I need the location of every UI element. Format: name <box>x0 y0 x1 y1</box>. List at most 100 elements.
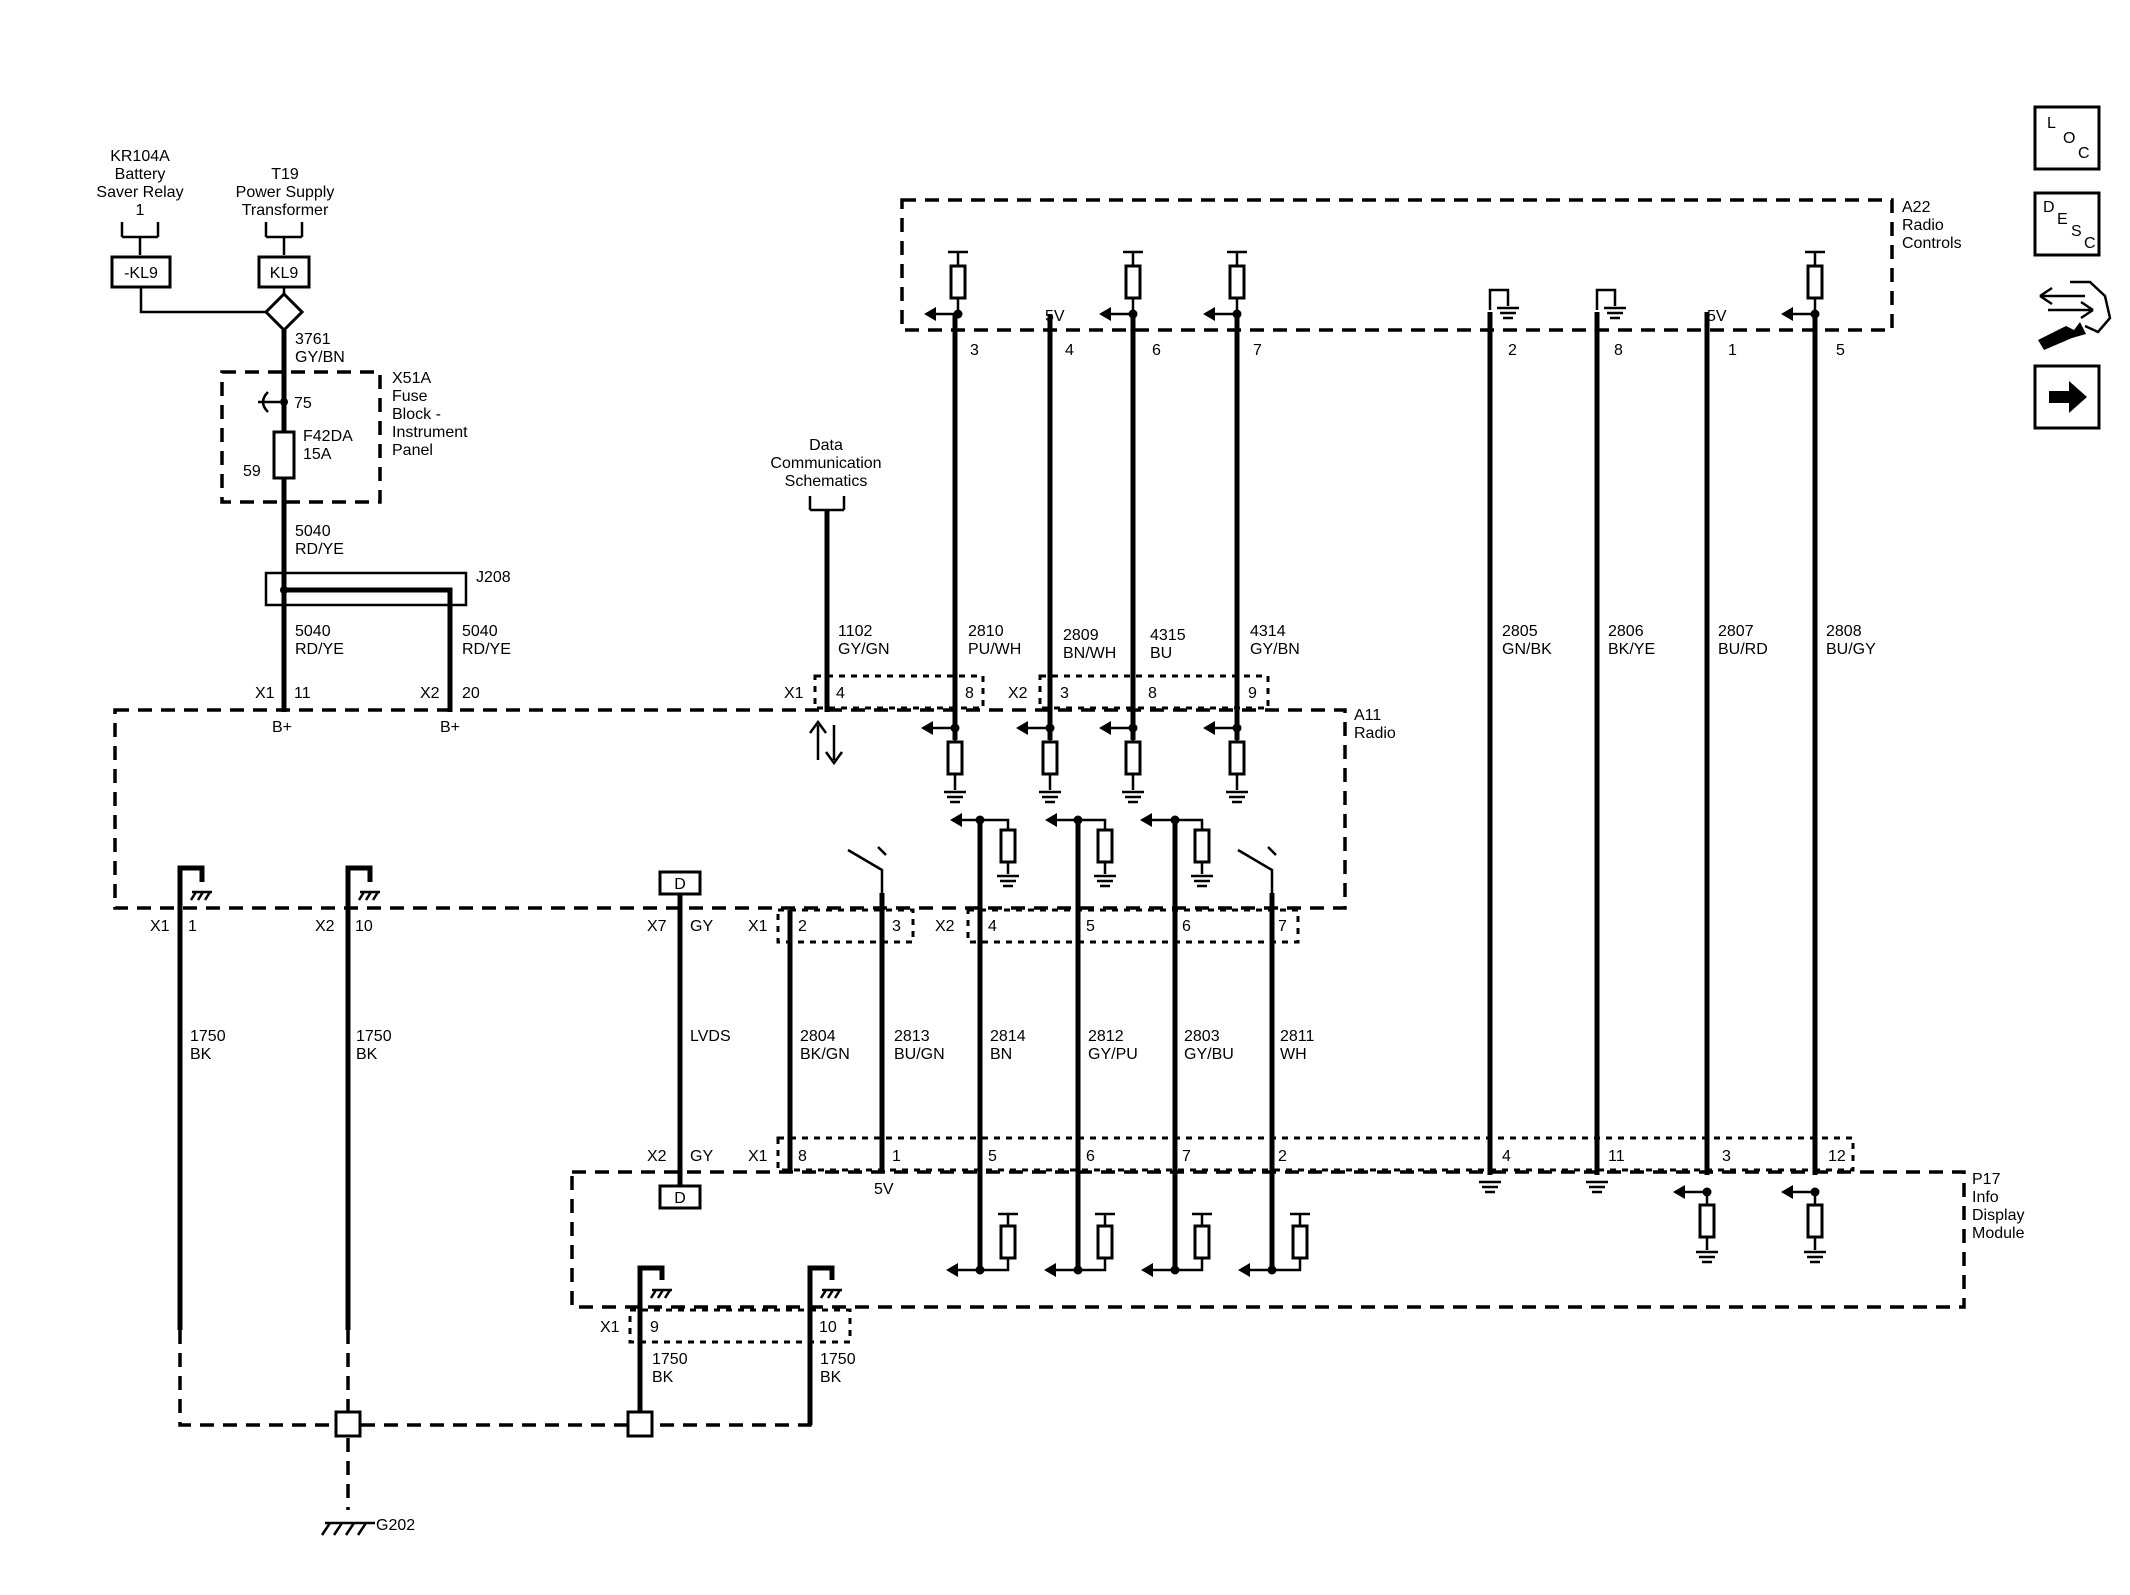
ground-icon <box>1804 1250 1826 1264</box>
lower-wire-number: 2812 <box>1088 1028 1124 1045</box>
connector-repair-button[interactable] <box>2038 280 2112 350</box>
fuse-block-label-4: Panel <box>392 442 433 459</box>
lower-wire-number: 2813 <box>894 1028 930 1045</box>
relay-id: KR104A <box>110 148 170 165</box>
display-bottom-pin-10: 10 <box>819 1319 837 1336</box>
lower-wire-number: 2814 <box>990 1028 1026 1045</box>
resistor-symbol <box>999 828 1017 864</box>
wire-5040b-number: 5040 <box>295 623 331 640</box>
driver-wire <box>962 818 1010 874</box>
radio-bottom-x2b: X2 <box>935 918 955 935</box>
a22-pin: 3 <box>970 342 979 359</box>
fuse-block-label-2: Block - <box>392 406 441 423</box>
fuse-block-id: X51A <box>392 370 431 387</box>
radio-outline <box>113 708 1347 910</box>
next-page-button[interactable] <box>2033 364 2101 430</box>
radio-bottom-x2: X2 <box>315 918 335 935</box>
location-button-frame[interactable] <box>2033 105 2101 171</box>
lower-wire-color: BK/GN <box>800 1046 850 1063</box>
upper-wire-color: PU/WH <box>968 641 1021 658</box>
radio-bottom-pin-6: 6 <box>1182 918 1191 935</box>
display-label-3: Module <box>1972 1225 2025 1242</box>
radio-bottom-pin-7: 7 <box>1278 918 1287 935</box>
radio-pin-3: 3 <box>1060 685 1069 702</box>
upper-wire-number: 4314 <box>1250 623 1286 640</box>
ground-lead <box>1488 288 1510 310</box>
relay-label-2: Saver Relay <box>96 184 183 201</box>
arrow-left-icon <box>1140 813 1152 827</box>
ground-icon <box>1497 306 1519 320</box>
upper-wire-color: BU/RD <box>1718 641 1768 658</box>
resistor-symbol <box>1228 740 1246 776</box>
radio-pin-4: 4 <box>836 685 845 702</box>
chassis-ground-icon <box>189 890 212 901</box>
resistor-symbol <box>1806 1203 1824 1239</box>
radio-id: A11 <box>1354 707 1381 724</box>
arrow-left-icon <box>924 307 936 321</box>
splice-label: J208 <box>476 569 511 586</box>
resistor-symbol <box>1124 740 1142 776</box>
arrow-left-icon <box>2039 286 2085 306</box>
radio-bottom-connectors: X1 1 X2 10 X7 GY X1 2 3 X2 4 5 6 7 D <box>150 870 1300 944</box>
ground-splice-2 <box>626 1410 654 1438</box>
radio-bottom-pin-10: 10 <box>355 918 373 935</box>
fuse-block-label-1: Fuse <box>392 388 428 405</box>
splice-j208 <box>264 571 468 607</box>
arrow-left-icon <box>1781 307 1793 321</box>
bidirectional-arrow-icon <box>808 719 844 766</box>
radio-controls-outline <box>900 198 1894 332</box>
radio-conn-x2b: X2 <box>1008 685 1028 702</box>
relay-wire <box>139 287 265 314</box>
ground-g202: G202 <box>178 1330 812 1536</box>
description-button[interactable]: D E S C <box>2033 191 2101 257</box>
arrow-left-icon <box>1099 307 1111 321</box>
wire-5040a-color: RD/YE <box>295 541 344 558</box>
arrow-left-icon <box>1203 307 1215 321</box>
ground-icon <box>1039 790 1061 804</box>
display-pin: 12 <box>1828 1148 1846 1165</box>
display-pin: 6 <box>1086 1148 1095 1165</box>
radio-bottom-gy: GY <box>690 918 713 935</box>
display-label-1: Info <box>1972 1189 1999 1206</box>
radio-controls-internals <box>924 250 1825 321</box>
a22-pin: 1 <box>1728 342 1737 359</box>
upper-wire-color: GN/BK <box>1502 641 1552 658</box>
display-x2: X2 <box>647 1148 667 1165</box>
display-pullup-wire <box>1153 1212 1212 1272</box>
arrow-left-icon <box>950 813 962 827</box>
radio-conn-x2: X2 <box>420 685 440 702</box>
loc-letter: O <box>2063 130 2075 147</box>
wire-5040a-number: 5040 <box>295 523 331 540</box>
location-button[interactable]: L O C <box>2033 105 2101 171</box>
resistor-symbol <box>1096 828 1114 864</box>
display-lvds-label: D <box>674 1190 686 1207</box>
wire-3761-color: GY/BN <box>295 349 345 366</box>
diode-junction <box>263 291 305 333</box>
connector-outline-icon <box>2070 280 2112 334</box>
data-comm-label-2: Communication <box>770 455 881 472</box>
data-comm-label-3: Schematics <box>785 473 868 490</box>
display-bottom-x1: X1 <box>600 1319 620 1336</box>
upper-wire-color: BK/YE <box>1608 641 1655 658</box>
wire-1750c-color: BK <box>652 1369 674 1386</box>
resistor-symbol <box>1193 1224 1211 1260</box>
arrow-left-icon <box>1141 1263 1153 1277</box>
desc-letter: C <box>2084 235 2096 252</box>
resistor-symbol <box>1291 1224 1309 1260</box>
a22-pin: 7 <box>1253 342 1262 359</box>
transformer-label-2: Transformer <box>242 202 329 219</box>
wire-3761-number: 3761 <box>295 331 331 348</box>
wire-1750d-number: 1750 <box>820 1351 856 1368</box>
display-ground-lead <box>807 1265 835 1425</box>
display-bottom-connectors: X1 9 10 1750 BK 1750 BK <box>600 1308 856 1386</box>
description-button-frame[interactable] <box>2033 191 2101 257</box>
a22-pin: 5 <box>1836 342 1845 359</box>
arrow-left-icon <box>921 721 933 735</box>
resistor-symbol <box>999 1224 1017 1260</box>
data-comm-label-1: Data <box>809 437 843 454</box>
info-display-module: P17 Info Display Module <box>1972 1171 2025 1242</box>
ground-icon <box>1094 874 1116 888</box>
lower-wire-color: WH <box>1280 1046 1307 1063</box>
display-internals <box>637 1180 1826 1425</box>
